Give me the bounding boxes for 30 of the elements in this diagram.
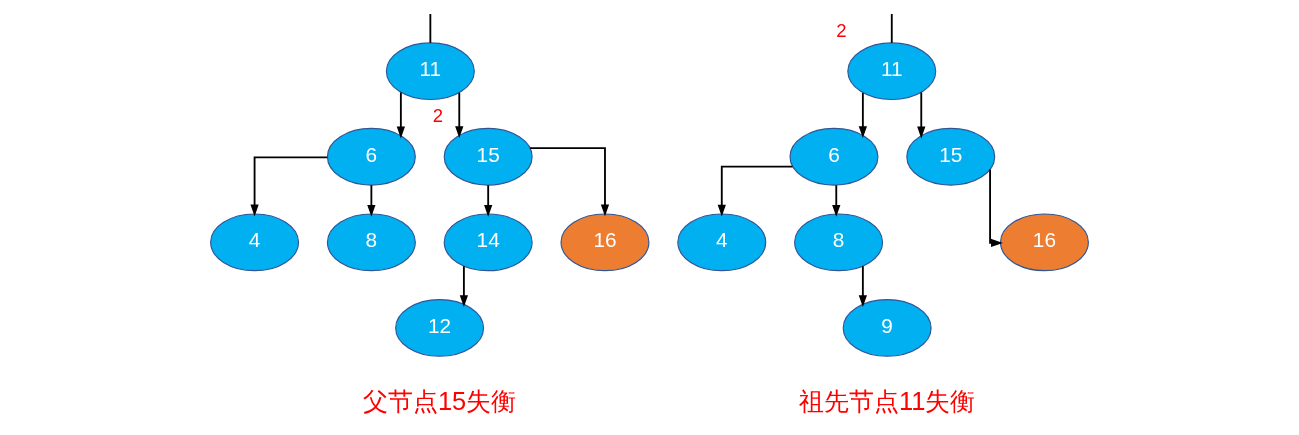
arrow [917,91,926,139]
arrow [832,184,841,217]
connector [890,13,893,44]
arrow [989,168,1003,248]
node-ellipse: 8 [794,213,884,272]
node-ellipse: 14 [443,213,533,272]
node-ellipse: 4 [210,213,300,272]
arrow [367,184,376,217]
arrow [455,91,464,138]
arrow [250,156,329,217]
arrow [396,91,405,139]
arrow [858,91,867,138]
node-ellipse: 11 [847,42,937,101]
arrow [717,165,794,217]
node-ellipse: 9 [842,299,932,357]
node-ellipse: 8 [326,213,416,272]
label: 父节点15失衡 [362,387,517,416]
node-ellipse: 16 [560,213,650,272]
label: 祖先节点11失衡 [798,387,976,416]
arrow [459,265,469,308]
node-ellipse: 12 [395,299,485,357]
arrow [529,147,610,217]
connector [429,13,432,44]
arrow [484,184,493,217]
arrow [858,265,867,308]
node-ellipse: 16 [999,213,1089,272]
node-ellipse: 11 [385,42,475,101]
node-label: 2 [432,105,443,127]
node-label: 2 [836,19,847,41]
node-ellipse: 4 [677,213,767,272]
